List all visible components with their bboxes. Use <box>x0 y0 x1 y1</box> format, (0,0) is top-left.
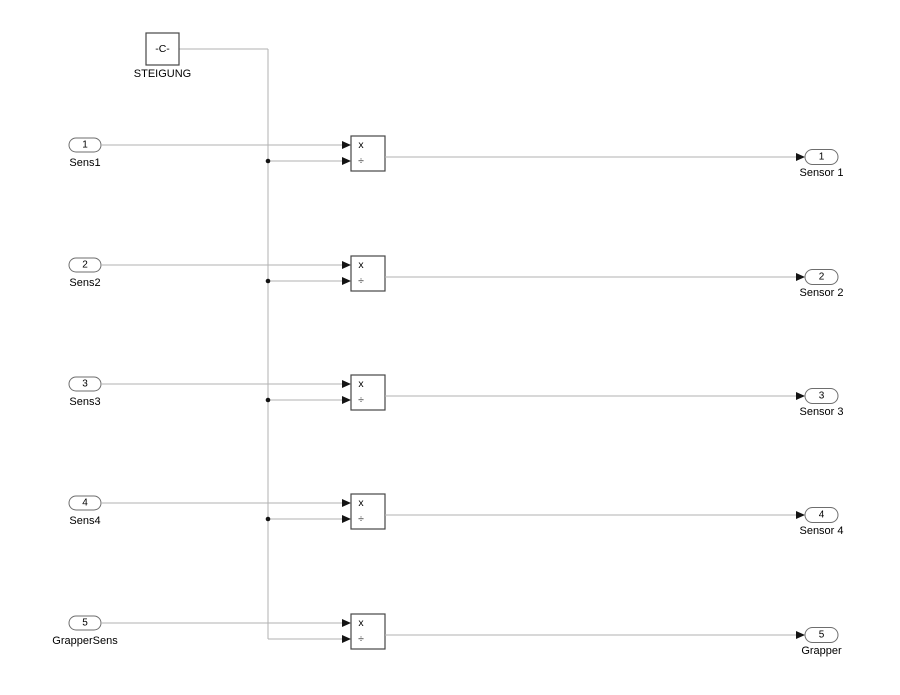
branch-point <box>265 516 271 522</box>
outport-oval[interactable] <box>804 269 839 285</box>
outport-label: Sensor 2 <box>799 287 843 299</box>
arrowhead <box>796 153 805 161</box>
multiply-symbol: x <box>358 497 364 509</box>
branch-point <box>265 278 271 284</box>
divide-symbol: ÷ <box>358 394 364 406</box>
inport-label: Sens3 <box>69 396 100 408</box>
outport-oval[interactable] <box>804 507 839 523</box>
inport-label: Sens2 <box>69 277 100 289</box>
multiply-symbol: x <box>358 617 364 629</box>
outport-label: Sensor 3 <box>799 406 843 418</box>
outport-oval[interactable] <box>804 388 839 404</box>
multiply-symbol: x <box>358 259 364 271</box>
arrowhead <box>342 261 351 269</box>
arrowhead <box>796 511 805 519</box>
divide-block[interactable] <box>350 135 386 172</box>
branch-point <box>265 397 271 403</box>
inport-label: Sens4 <box>69 515 100 527</box>
outport-label: Sensor 4 <box>799 525 843 537</box>
outport-number: 3 <box>819 391 825 402</box>
arrowhead <box>342 396 351 404</box>
divide-block[interactable] <box>350 493 386 530</box>
outport-oval[interactable] <box>804 627 839 643</box>
constant-label: STEIGUNG <box>134 68 191 80</box>
arrowhead <box>796 631 805 639</box>
arrowhead <box>342 499 351 507</box>
divide-block[interactable] <box>350 613 386 650</box>
divide-block[interactable] <box>350 374 386 411</box>
divide-symbol: ÷ <box>358 633 364 645</box>
arrowhead <box>342 515 351 523</box>
inport-number: 3 <box>82 379 88 390</box>
arrowhead <box>342 619 351 627</box>
divide-block[interactable] <box>350 255 386 292</box>
outport-label: Grapper <box>801 645 842 657</box>
multiply-symbol: x <box>358 139 364 151</box>
arrowhead <box>342 277 351 285</box>
arrowhead <box>342 141 351 149</box>
inport-label: GrapperSens <box>52 635 118 647</box>
divide-symbol: ÷ <box>358 155 364 167</box>
inport-number: 1 <box>82 140 88 151</box>
arrowhead <box>796 273 805 281</box>
outport-number: 4 <box>819 510 825 521</box>
branch-point <box>265 158 271 164</box>
outport-number: 1 <box>819 152 825 163</box>
arrowhead <box>342 635 351 643</box>
arrowhead <box>342 157 351 165</box>
outport-label: Sensor 1 <box>799 167 843 179</box>
multiply-symbol: x <box>358 378 364 390</box>
constant-value: -C- <box>155 43 170 55</box>
arrowhead <box>342 380 351 388</box>
inport-number: 2 <box>82 260 88 271</box>
inport-label: Sens1 <box>69 157 100 169</box>
constant-block[interactable] <box>145 32 180 66</box>
arrowhead <box>796 392 805 400</box>
outport-number: 5 <box>819 630 825 641</box>
divide-symbol: ÷ <box>358 275 364 287</box>
outport-number: 2 <box>819 272 825 283</box>
inport-number: 5 <box>82 618 88 629</box>
divide-symbol: ÷ <box>358 513 364 525</box>
outport-oval[interactable] <box>804 149 839 165</box>
inport-number: 4 <box>82 498 88 509</box>
